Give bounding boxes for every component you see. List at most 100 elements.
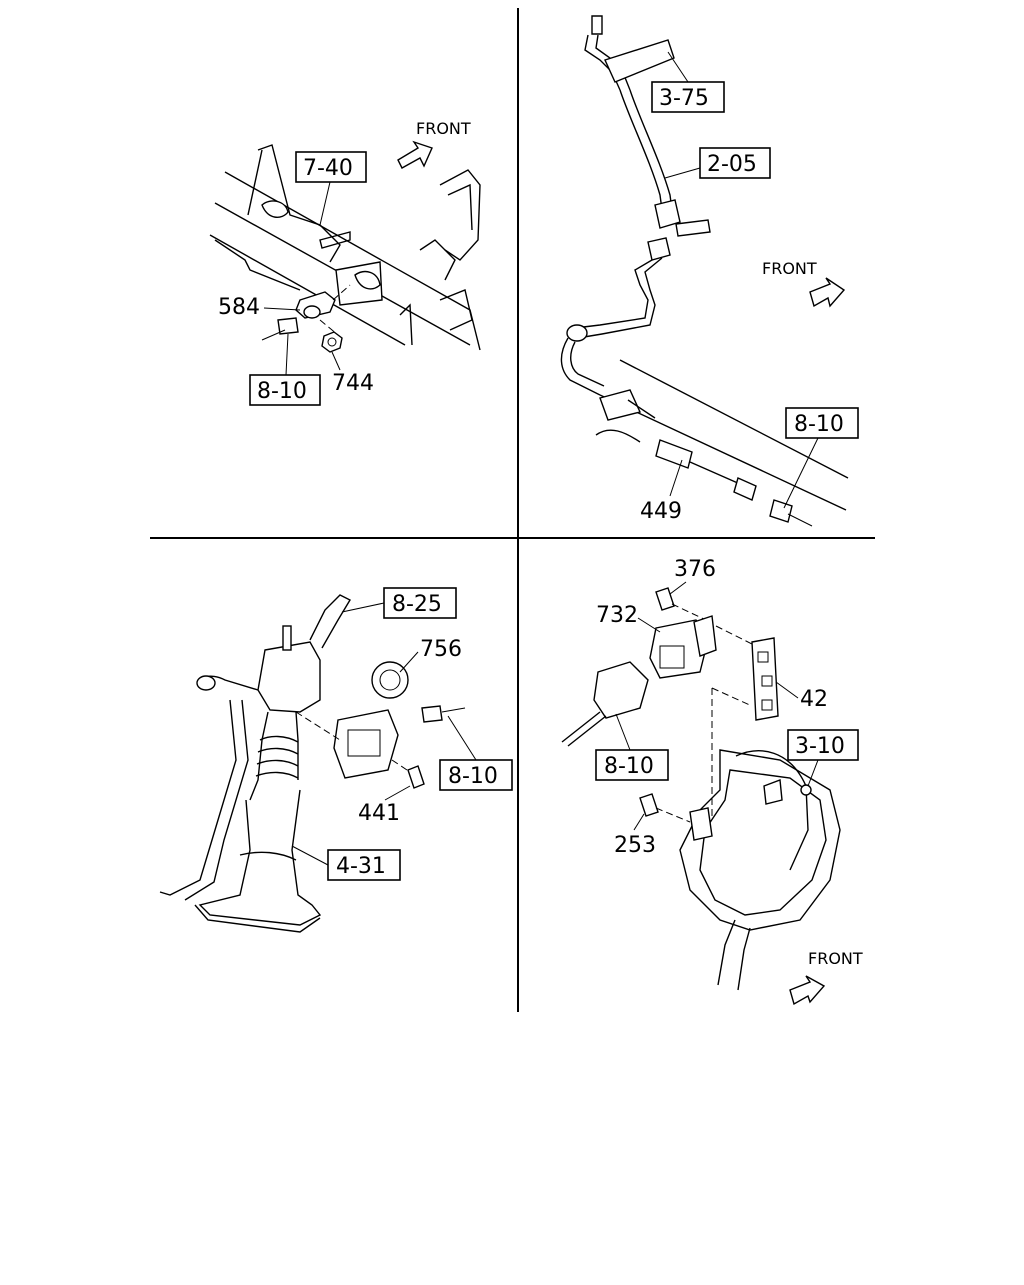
wire bbox=[567, 715, 607, 747]
front-arrow-icon bbox=[397, 140, 433, 169]
part-732-sensor bbox=[649, 619, 709, 679]
frame-tab bbox=[319, 231, 351, 249]
assembly-line bbox=[295, 711, 341, 741]
housing-boot bbox=[735, 750, 809, 871]
pedestal-base bbox=[194, 904, 321, 933]
frame-rail bbox=[619, 359, 849, 479]
assembly-line bbox=[391, 759, 411, 773]
column-shaft bbox=[282, 625, 292, 651]
nut-hole bbox=[327, 337, 337, 347]
reference-box bbox=[439, 759, 513, 791]
assembly-line bbox=[332, 284, 351, 301]
wire bbox=[441, 707, 466, 713]
housing-mount bbox=[763, 779, 783, 805]
support-bracket bbox=[184, 699, 249, 901]
assembly-line bbox=[715, 625, 753, 645]
leader-line bbox=[664, 167, 701, 179]
column-cover-edge bbox=[239, 851, 297, 861]
part-253-bolt bbox=[639, 793, 659, 817]
leader-line bbox=[399, 651, 419, 673]
leader-line bbox=[667, 51, 689, 83]
leader-line bbox=[633, 813, 645, 831]
switch-face bbox=[347, 729, 381, 757]
panel-top-right: FRONT 449 3-75 2- bbox=[560, 15, 859, 527]
side-bracket bbox=[447, 183, 473, 231]
leader-line bbox=[615, 713, 631, 751]
leader-line bbox=[775, 681, 799, 699]
wire bbox=[561, 711, 601, 743]
hose-bracket bbox=[604, 39, 675, 83]
housing-lever bbox=[717, 919, 736, 986]
reference-box bbox=[295, 151, 367, 183]
reference-8-25: 8-25 bbox=[392, 592, 442, 617]
reference-box bbox=[787, 729, 859, 761]
tee-fitting bbox=[675, 219, 711, 237]
leader-line bbox=[807, 759, 819, 787]
leader-line bbox=[291, 845, 329, 866]
leader-line bbox=[319, 181, 331, 226]
wiper-lever bbox=[309, 594, 351, 649]
pipe-nut bbox=[566, 324, 588, 342]
reference-box bbox=[383, 587, 457, 619]
part-42-bracket bbox=[751, 637, 779, 721]
reference-box bbox=[327, 849, 401, 881]
bracket bbox=[247, 149, 263, 216]
part-number-441: 441 bbox=[358, 801, 400, 826]
mount-tab bbox=[689, 807, 713, 841]
bracket-hole bbox=[761, 699, 773, 711]
front-label: FRONT bbox=[416, 119, 471, 138]
part-376-bolt bbox=[655, 587, 675, 611]
front-arrow-icon bbox=[809, 277, 846, 308]
hose-fitting bbox=[591, 15, 603, 35]
part-number-584: 584 bbox=[218, 295, 260, 320]
reference-8-10: 8-10 bbox=[604, 754, 654, 779]
wire bbox=[261, 329, 286, 341]
leader-line bbox=[447, 715, 477, 761]
brake-pipe bbox=[577, 257, 663, 339]
frame-detail bbox=[439, 289, 473, 331]
part-756-switch-ring bbox=[371, 661, 409, 699]
frame-curve bbox=[595, 429, 641, 443]
leader-line bbox=[263, 307, 301, 311]
housing-lever bbox=[737, 927, 751, 991]
leader-line bbox=[669, 581, 687, 595]
reference-2-05: 2-05 bbox=[707, 152, 757, 177]
reference-3-10: 3-10 bbox=[795, 734, 845, 759]
part-number-253: 253 bbox=[614, 833, 656, 858]
leader-line bbox=[341, 602, 385, 613]
brake-hose bbox=[629, 89, 673, 211]
leader-line bbox=[637, 617, 661, 633]
bracket bbox=[257, 144, 341, 263]
reference-8-10: 8-10 bbox=[794, 412, 844, 437]
panel-bottom-left: 756 441 8-25 8-10 4-31 bbox=[159, 587, 513, 933]
side-bracket bbox=[439, 169, 481, 261]
column-head bbox=[257, 641, 321, 713]
part-number-376: 376 bbox=[674, 557, 716, 582]
brake-hose bbox=[619, 89, 663, 211]
cross-member bbox=[214, 239, 301, 291]
part-449-sensor bbox=[655, 439, 693, 469]
brake-pipe bbox=[574, 259, 653, 329]
reference-box bbox=[785, 407, 859, 439]
reference-box bbox=[699, 147, 771, 179]
wire bbox=[787, 513, 813, 527]
sensor-body bbox=[303, 305, 321, 319]
front-label: FRONT bbox=[808, 949, 863, 968]
frame-rail bbox=[599, 394, 847, 511]
part-number-732: 732 bbox=[596, 603, 638, 628]
column-boot bbox=[255, 735, 299, 779]
assembly-line bbox=[711, 687, 753, 707]
switch-body bbox=[333, 709, 399, 779]
bracket-tab bbox=[399, 303, 413, 346]
connector bbox=[277, 317, 299, 335]
bracket-hole bbox=[761, 675, 773, 687]
leader-line bbox=[285, 333, 289, 376]
leader-line bbox=[331, 351, 341, 371]
column-cover bbox=[198, 789, 322, 926]
switch-housing bbox=[599, 389, 641, 421]
hose-end-fitting bbox=[654, 199, 681, 229]
front-label: FRONT bbox=[762, 259, 817, 278]
part-number-449: 449 bbox=[640, 499, 682, 524]
